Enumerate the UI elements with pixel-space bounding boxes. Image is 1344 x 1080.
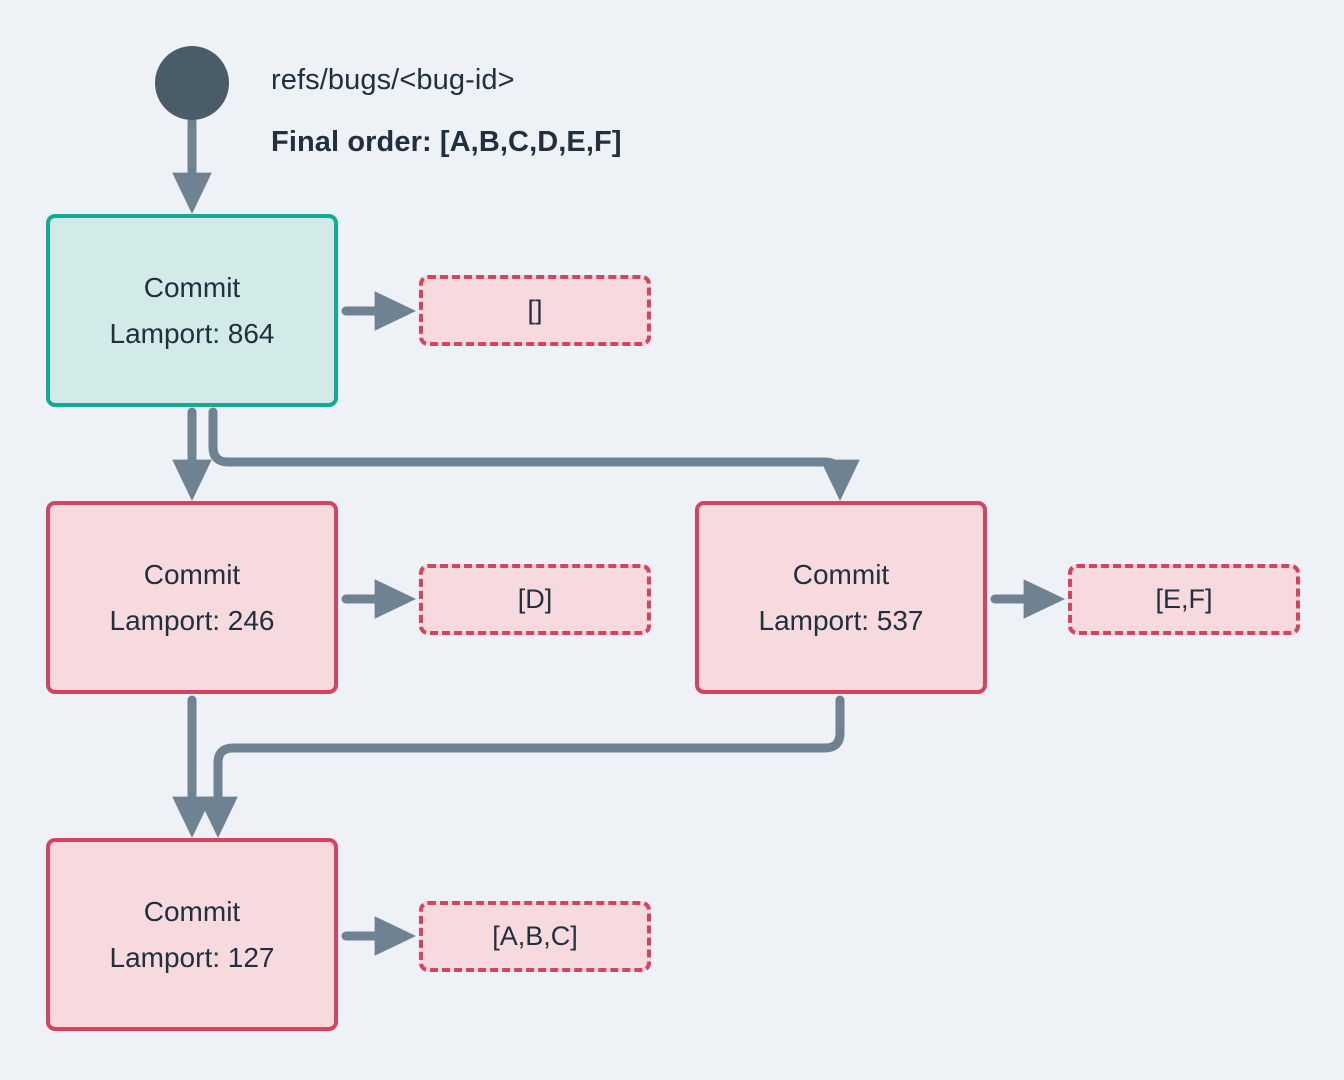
commit-title: Commit [143, 272, 241, 304]
order-list-ef: [E,F] [1068, 564, 1300, 635]
ref-path-label: refs/bugs/<bug-id> [271, 64, 515, 96]
edge-commit-537-to-commit-127 [198, 695, 845, 839]
commit-lamport: Lamport: 127 [109, 941, 275, 973]
edge-commit-864-to-commit-537 [208, 407, 860, 502]
order-list-abc: [A,B,C] [419, 901, 651, 972]
commit-title: Commit [143, 896, 241, 928]
commit-lamport: Lamport: 537 [758, 604, 924, 636]
commit-title: Commit [792, 559, 890, 591]
root-ref-node-icon[interactable] [155, 46, 229, 120]
commit-node-127[interactable]: Commit Lamport: 127 [46, 838, 338, 1031]
order-list-empty: [] [419, 275, 651, 346]
commit-lamport: Lamport: 246 [109, 604, 275, 636]
commit-lamport: Lamport: 864 [109, 317, 275, 349]
commit-node-246[interactable]: Commit Lamport: 246 [46, 501, 338, 694]
order-list-d: [D] [419, 564, 651, 635]
commit-node-537[interactable]: Commit Lamport: 537 [695, 501, 987, 694]
final-order-label: Final order: [A,B,C,D,E,F] [271, 126, 622, 158]
commit-title: Commit [143, 559, 241, 591]
commit-node-864[interactable]: Commit Lamport: 864 [46, 214, 338, 407]
